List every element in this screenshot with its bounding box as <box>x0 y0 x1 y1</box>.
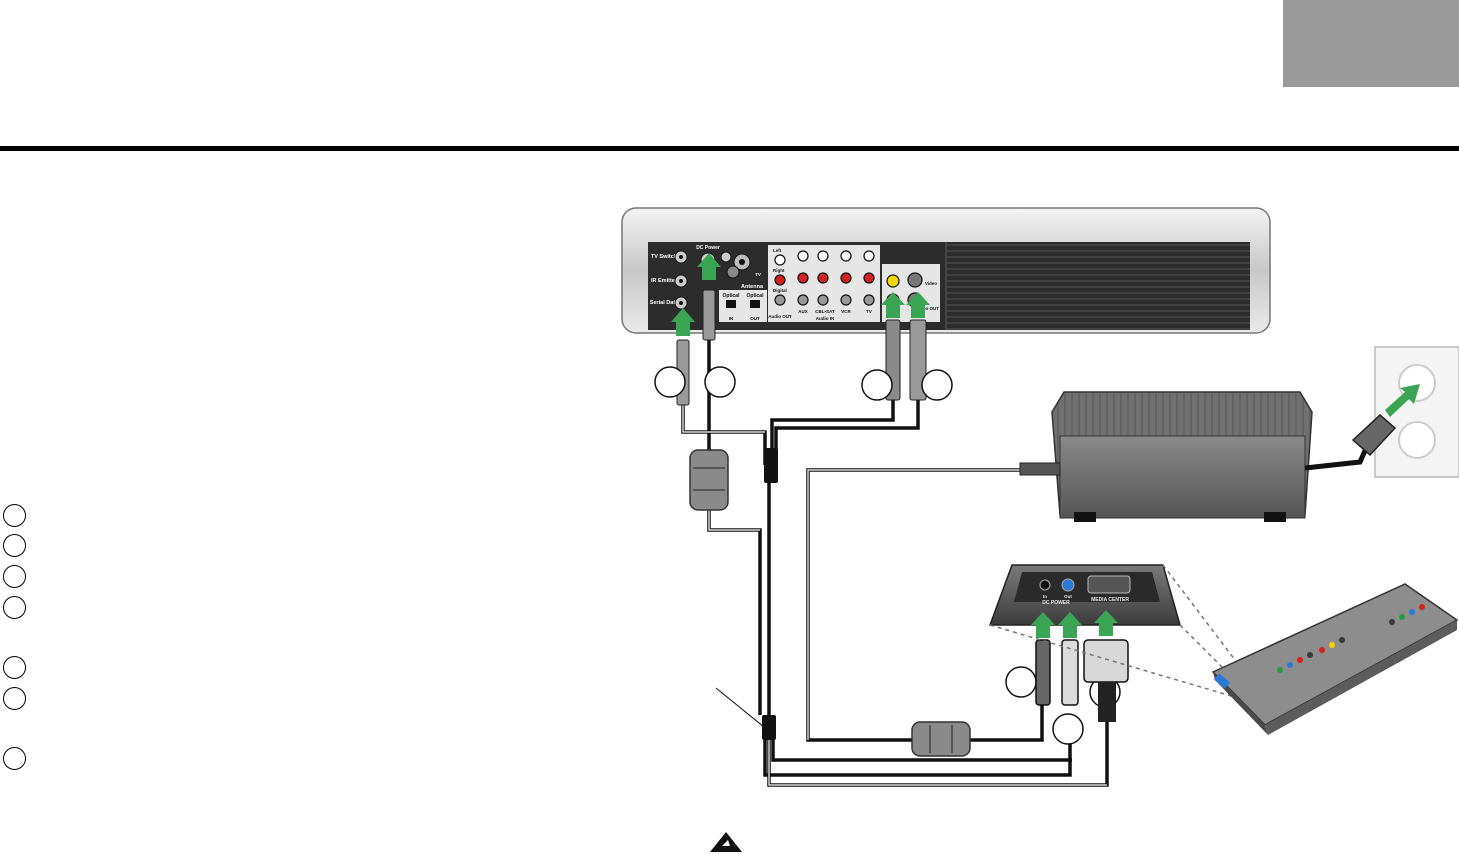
label-video-out-2: Video OUT <box>916 306 939 311</box>
cables <box>681 340 1109 787</box>
console-plugs <box>676 289 927 740</box>
callout-circle <box>704 366 736 398</box>
label-audio-out: Audio OUT <box>768 314 792 319</box>
connection-arrows <box>671 253 1118 638</box>
step-marker-3 <box>3 565 26 588</box>
step-marker-2 <box>3 534 26 557</box>
ferrite-core-1 <box>689 449 729 511</box>
arrow-dc-power <box>697 253 721 280</box>
adapter-label-in: In <box>1043 594 1047 599</box>
adapter-label-dc-power: DC POWER <box>1042 600 1070 606</box>
chapter-tab <box>1283 0 1459 87</box>
callout-leader <box>715 687 765 728</box>
step-marker-4 <box>3 596 26 619</box>
label-tv-in: TV <box>866 309 872 314</box>
adapter-label-out: Out <box>1064 594 1072 599</box>
step-marker-6 <box>3 687 26 710</box>
media-center-unit <box>1211 583 1459 735</box>
label-serial-data: Serial Data <box>650 300 679 306</box>
arrow-video <box>881 292 905 318</box>
interface-adapter: In Out DC POWER MEDIA CENTER <box>988 564 1181 626</box>
label-video-out-1: Video <box>925 281 937 286</box>
label-right: Right <box>773 268 785 273</box>
label-optical-in: Optical <box>723 293 741 299</box>
header-rule <box>0 146 1459 151</box>
step-marker-7 <box>3 747 26 770</box>
step-marker-1 <box>3 504 26 527</box>
label-tv-switch: TV Switch <box>651 254 678 260</box>
arrow-adapter-in <box>1031 612 1055 638</box>
arrow-adapter-out <box>1058 612 1082 638</box>
arrow-s-video <box>906 292 930 318</box>
wall-outlet <box>1351 346 1459 478</box>
label-aux: AUX <box>798 309 808 314</box>
label-tv-antenna: TV <box>755 272 761 277</box>
callout-circle <box>921 369 953 401</box>
step-marker-5 <box>3 656 26 679</box>
dc-in-plug <box>1035 639 1051 706</box>
arrow-media-center <box>1094 610 1118 636</box>
callout-circle <box>1052 713 1084 745</box>
media-center-console: TV Switch IR Emitter Serial Data DC Powe… <box>621 207 1271 334</box>
label-in: IN <box>729 316 734 321</box>
plug-arrow <box>1385 384 1420 417</box>
power-plug <box>1351 413 1397 457</box>
arrow-serial-data <box>671 308 695 336</box>
label-dc-power: DC Power <box>696 245 720 251</box>
label-optical-out: Optical <box>747 293 765 299</box>
label-ir-emitter: IR Emitter <box>651 278 678 284</box>
label-out: OUT <box>750 316 760 321</box>
label-audio-in: Audio IN <box>816 316 835 321</box>
callout-circle <box>861 369 893 401</box>
callout-circle <box>654 366 686 398</box>
console-vents <box>946 242 1250 330</box>
label-antenna: Antenna <box>741 284 764 290</box>
callout-circle <box>1005 666 1037 698</box>
ferrite-core-2 <box>911 721 971 757</box>
dc-out-plug <box>1061 639 1079 706</box>
media-center-plug <box>1083 639 1129 683</box>
label-left: Left <box>773 248 782 253</box>
label-cbl-sat: CBL•SAT <box>815 309 835 314</box>
label-digital: Digital <box>773 288 787 293</box>
label-vcr: VCR <box>841 309 851 314</box>
adapter-label-media-center: MEDIA CENTER <box>1091 597 1129 603</box>
power-supply <box>1019 391 1371 522</box>
